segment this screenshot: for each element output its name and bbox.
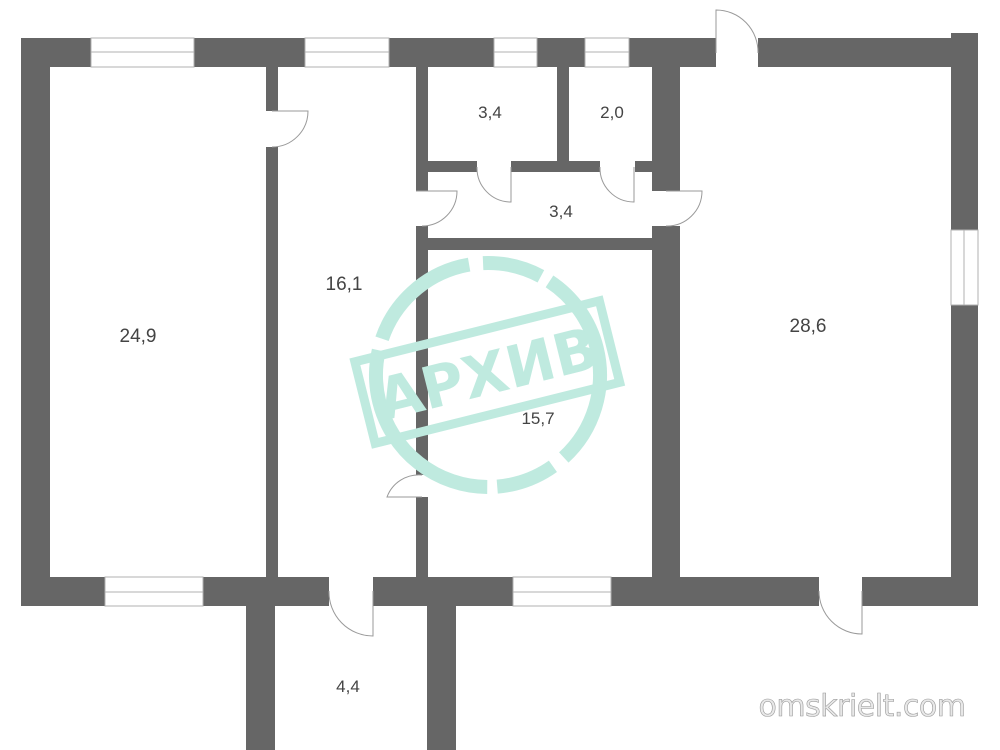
door [476,166,512,203]
wall [951,305,978,606]
room-area-label: 15,7 [521,409,554,428]
wall [21,577,105,606]
walls [21,33,978,750]
wall [862,577,978,606]
wall [416,67,428,191]
room-area-label: 16,1 [326,274,363,295]
wall [194,38,305,67]
door [271,110,309,148]
wall [635,161,652,172]
entrance-door [715,9,759,54]
wall [537,38,585,67]
room-area-label: 3,4 [478,103,502,122]
door [599,166,635,203]
door [665,190,703,227]
wall [373,577,513,606]
wall [652,226,680,577]
door [386,474,423,498]
wall [389,38,494,67]
wall [611,577,819,606]
wall [428,238,652,250]
stamp-ring [369,256,607,494]
room-area-label: 24,9 [120,326,157,347]
watermark: omskrielt.com [759,689,966,724]
wall [266,67,278,111]
room-area-label: 2,0 [600,103,624,122]
archive-stamp: АРХИВ [349,256,626,494]
room-area-label: 28,6 [790,316,827,337]
room-area-label: 4,4 [336,677,360,696]
wall [758,38,951,67]
wall [203,577,329,606]
door [818,590,863,635]
room-area-label: 3,4 [549,202,573,221]
wall [511,161,600,172]
wall [266,147,278,577]
doors [271,9,863,637]
wall [629,38,716,67]
stamp-frame [349,295,626,449]
wall [652,67,680,191]
wall [21,38,50,606]
door [328,590,374,637]
wall [416,497,428,577]
windows [90,37,979,607]
wall [427,606,456,750]
wall [428,161,477,172]
room-labels: 24,9 16,1 3,4 2,0 3,4 15,7 28,6 4,4 [120,103,827,696]
wall [246,606,275,750]
door [416,190,458,227]
wall [557,67,569,161]
wall [951,33,978,230]
